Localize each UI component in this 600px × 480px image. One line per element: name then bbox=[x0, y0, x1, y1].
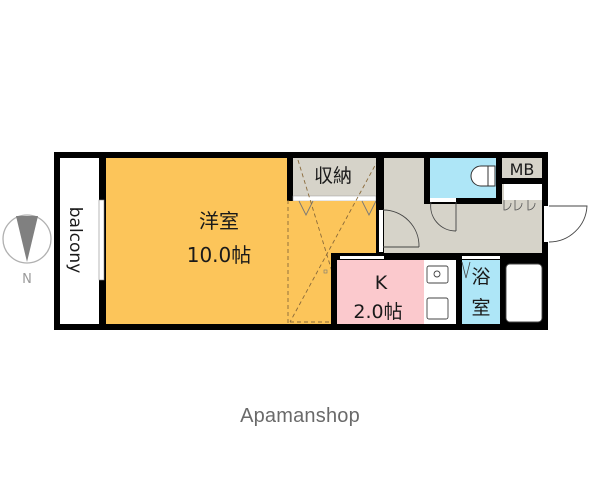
western-room-size: 10.0帖 bbox=[187, 243, 252, 267]
toilet-fixture-icon bbox=[470, 165, 496, 187]
compass-icon: N bbox=[2, 214, 52, 287]
kitchen-size: 2.0帖 bbox=[353, 301, 402, 323]
entrance-door[interactable] bbox=[548, 205, 588, 243]
storage-doors[interactable] bbox=[292, 195, 377, 202]
storage-label: 収納 bbox=[314, 165, 352, 187]
balcony: balcony bbox=[54, 152, 104, 330]
bath-label-line2: 室 bbox=[471, 297, 490, 319]
meter-box-label: MB bbox=[510, 160, 535, 179]
balcony-label: balcony bbox=[65, 207, 85, 274]
western-room-label: 洋室 bbox=[199, 209, 239, 233]
kitchen-label: K bbox=[375, 272, 388, 294]
shoe-cabinet bbox=[504, 184, 542, 200]
sink-icon bbox=[426, 265, 449, 284]
bath-label-line1: 浴 bbox=[471, 266, 490, 288]
bathroom bbox=[462, 260, 500, 324]
meter-box bbox=[502, 158, 542, 178]
bathtub-icon bbox=[505, 263, 543, 323]
balcony-window[interactable] bbox=[98, 199, 105, 281]
compass-north-label: N bbox=[22, 272, 32, 287]
kitchen bbox=[337, 260, 424, 324]
brand-watermark: Apamanshop bbox=[240, 405, 360, 427]
stove-icon bbox=[426, 297, 449, 320]
